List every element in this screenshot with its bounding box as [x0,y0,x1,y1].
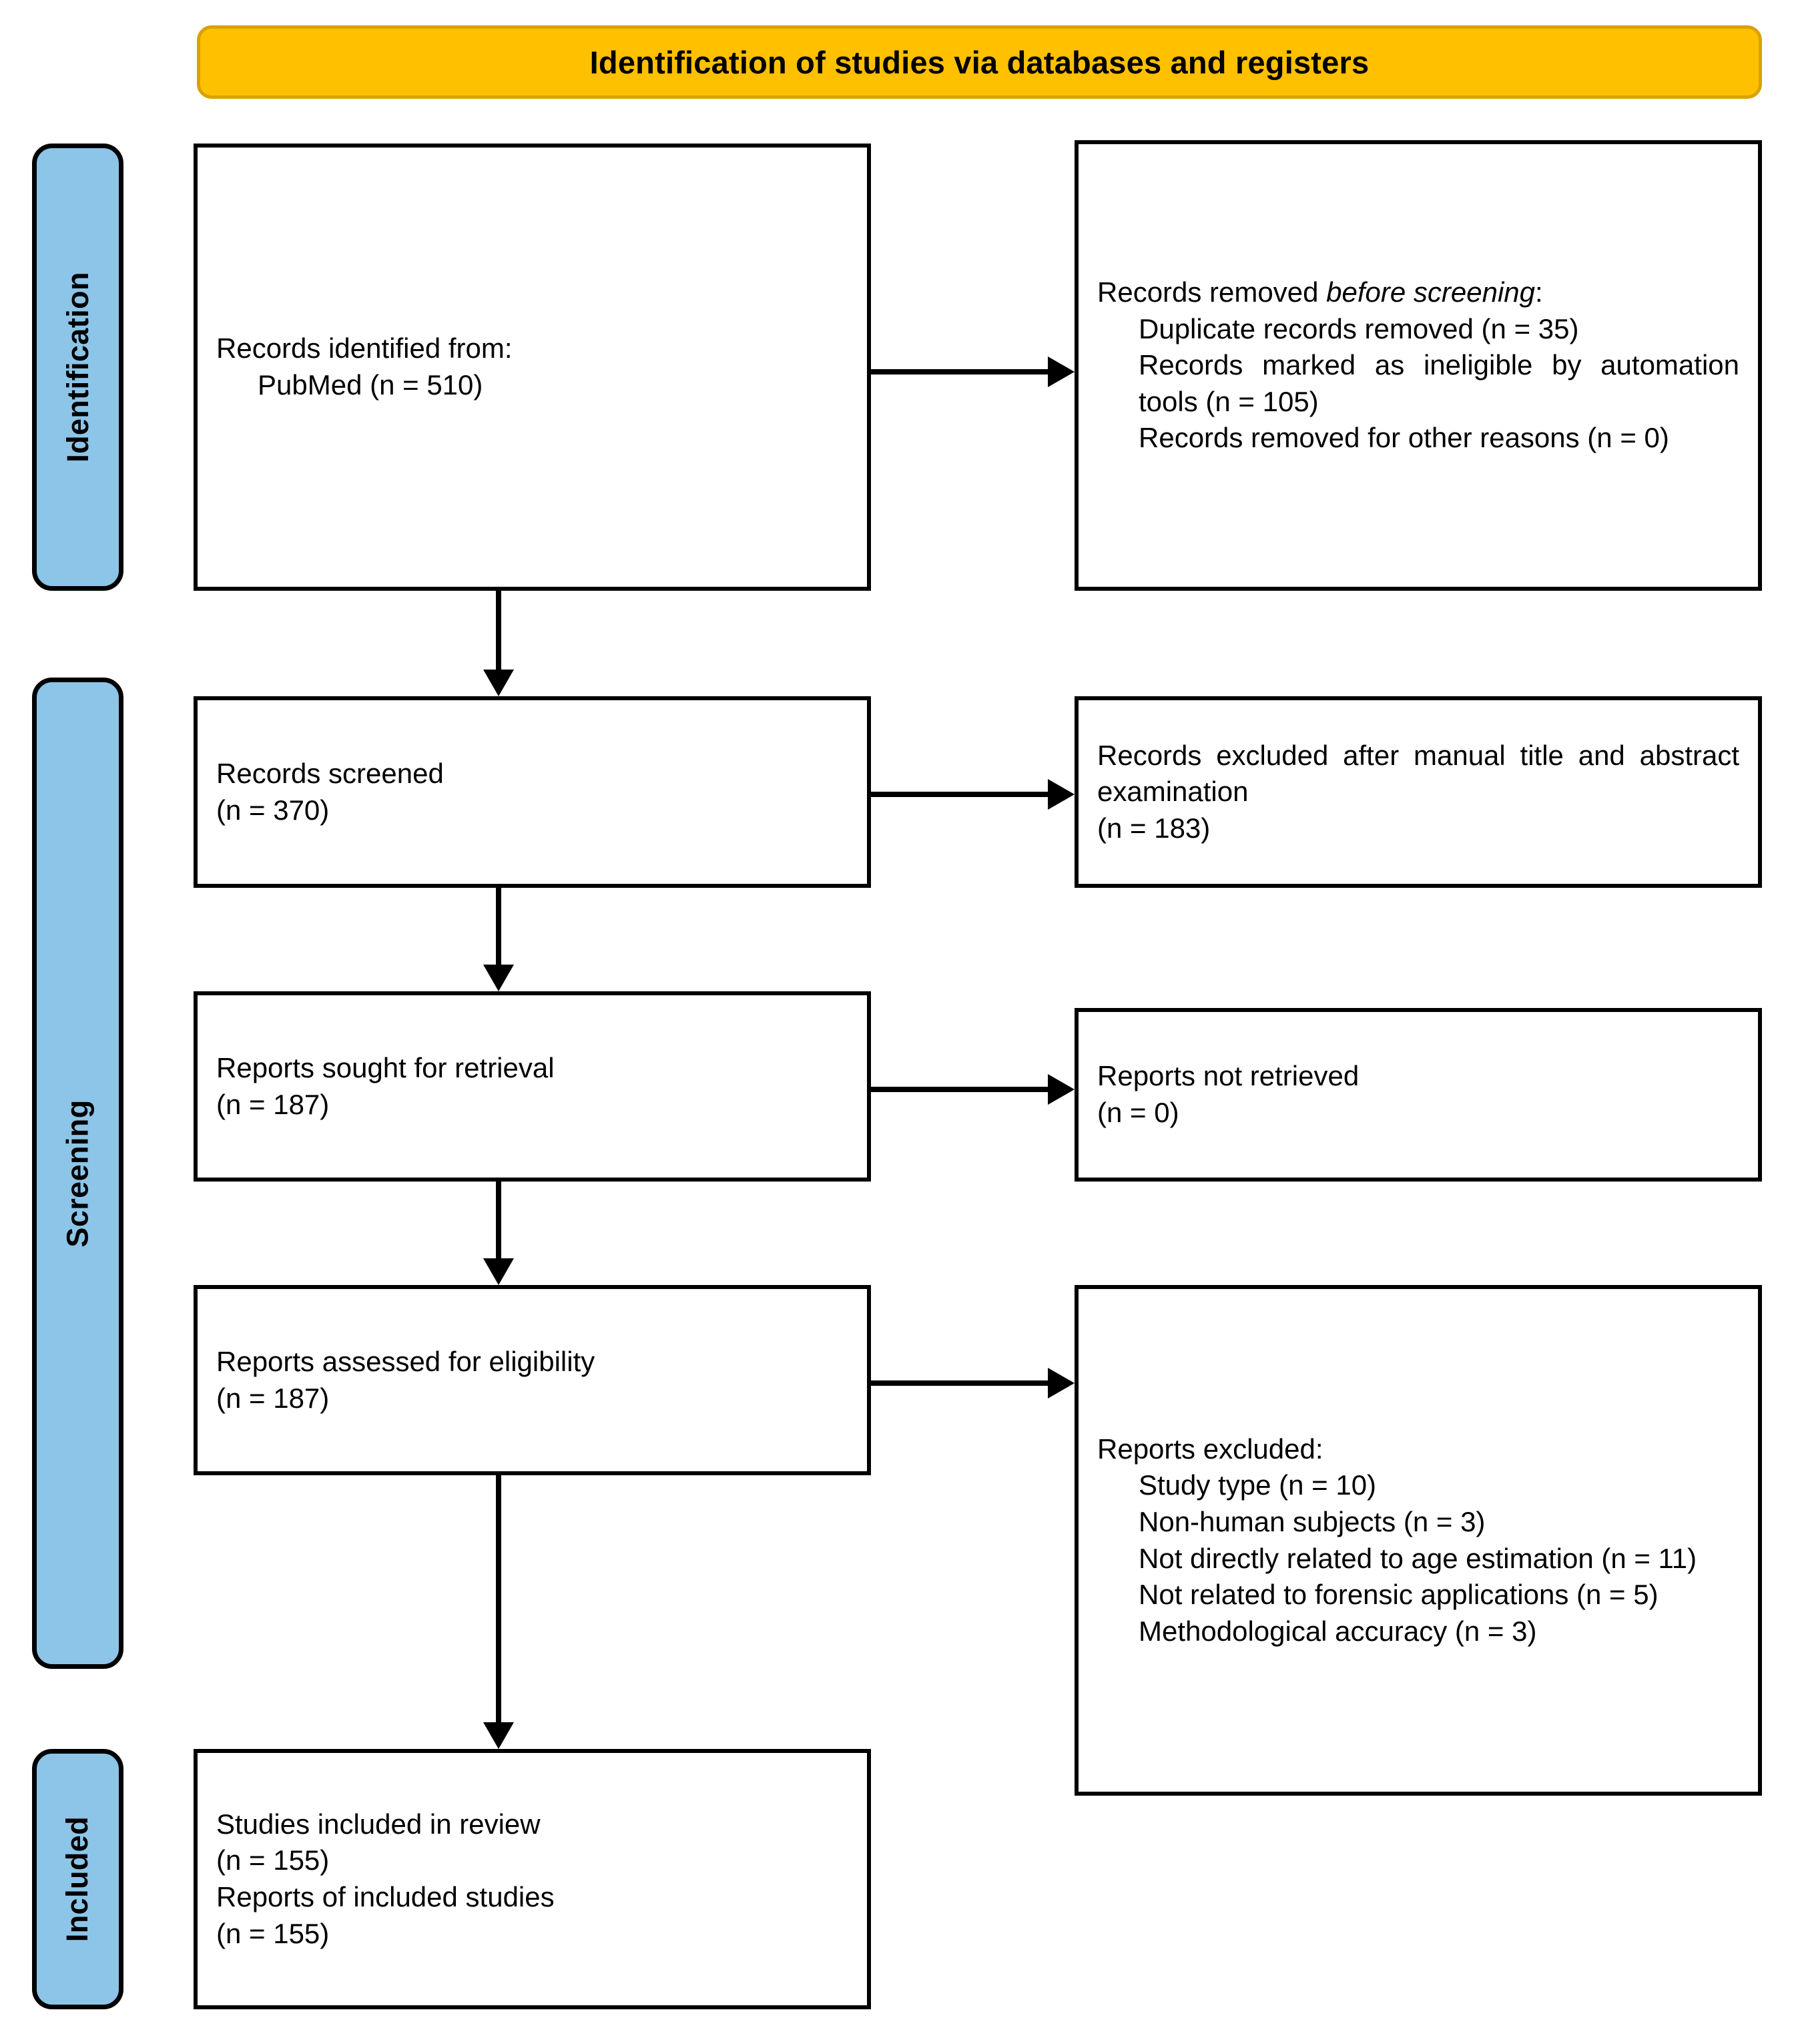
stage-tab-identification: Identification [32,144,123,591]
reports-excluded-heading: Reports excluded: [1097,1433,1323,1465]
reports-not-retrieved-count: (n = 0) [1097,1097,1179,1128]
removed-item-duplicates: Duplicate records removed (n = 35) [1139,312,1579,344]
box-records-identified: Records identified from: PubMed (n = 510… [194,144,871,591]
records-excluded-manual-line1: Records excluded after manual title and … [1097,739,1739,808]
stage-tab-included-label: Included [60,1816,95,1943]
box-records-screened: Records screened (n = 370) [194,696,871,888]
reports-assessed-count: (n = 187) [216,1382,330,1414]
box-reports-not-retrieved: Reports not retrieved (n = 0) [1075,1008,1762,1182]
stage-tab-identification-label: Identification [60,272,95,463]
box-records-excluded-manual: Records excluded after manual title and … [1075,696,1762,888]
stage-tab-screening: Screening [32,678,123,1669]
reports-of-included-count: (n = 155) [216,1917,330,1949]
reports-excluded-not-forensic: Not related to forensic applications (n … [1139,1579,1659,1611]
box-reports-sought: Reports sought for retrieval (n = 187) [194,991,871,1182]
reports-not-retrieved-line1: Reports not retrieved [1097,1060,1360,1092]
diagram-header-banner: Identification of studies via databases … [197,25,1762,99]
stage-tab-included: Included [32,1749,123,2009]
reports-excluded-methodological-accuracy: Methodological accuracy (n = 3) [1139,1615,1537,1647]
reports-excluded-not-age-estimation: Not directly related to age estimation (… [1139,1542,1697,1574]
studies-included-count: (n = 155) [216,1844,330,1876]
studies-included-line1: Studies included in review [216,1808,541,1840]
reports-excluded-study-type: Study type (n = 10) [1139,1469,1377,1501]
reports-sought-count: (n = 187) [216,1088,330,1120]
records-identified-line1: Records identified from: [216,332,513,364]
records-screened-line1: Records screened [216,757,444,789]
records-removed-heading: Records removed before screening: [1097,276,1543,308]
removed-item-ineligible-automation: Records marked as ineligible by automati… [1139,349,1739,417]
banner-title: Identification of studies via databases … [589,44,1370,80]
reports-assessed-line1: Reports assessed for eligibility [216,1345,595,1377]
box-reports-assessed: Reports assessed for eligibility (n = 18… [194,1285,871,1475]
stage-tab-screening-label: Screening [60,1099,95,1248]
removed-item-other-reasons: Records removed for other reasons (n = 0… [1139,422,1669,454]
reports-excluded-non-human: Non-human subjects (n = 3) [1139,1505,1486,1537]
box-studies-included: Studies included in review (n = 155) Rep… [194,1749,871,2009]
records-identified-source: PubMed (n = 510) [258,369,483,401]
reports-of-included-line: Reports of included studies [216,1881,555,1912]
reports-sought-line1: Reports sought for retrieval [216,1051,555,1083]
records-screened-count: (n = 370) [216,794,330,826]
records-excluded-manual-count: (n = 183) [1097,812,1211,844]
box-reports-excluded: Reports excluded: Study type (n = 10) No… [1075,1285,1762,1796]
box-records-removed-before-screening: Records removed before screening: Duplic… [1075,140,1762,591]
